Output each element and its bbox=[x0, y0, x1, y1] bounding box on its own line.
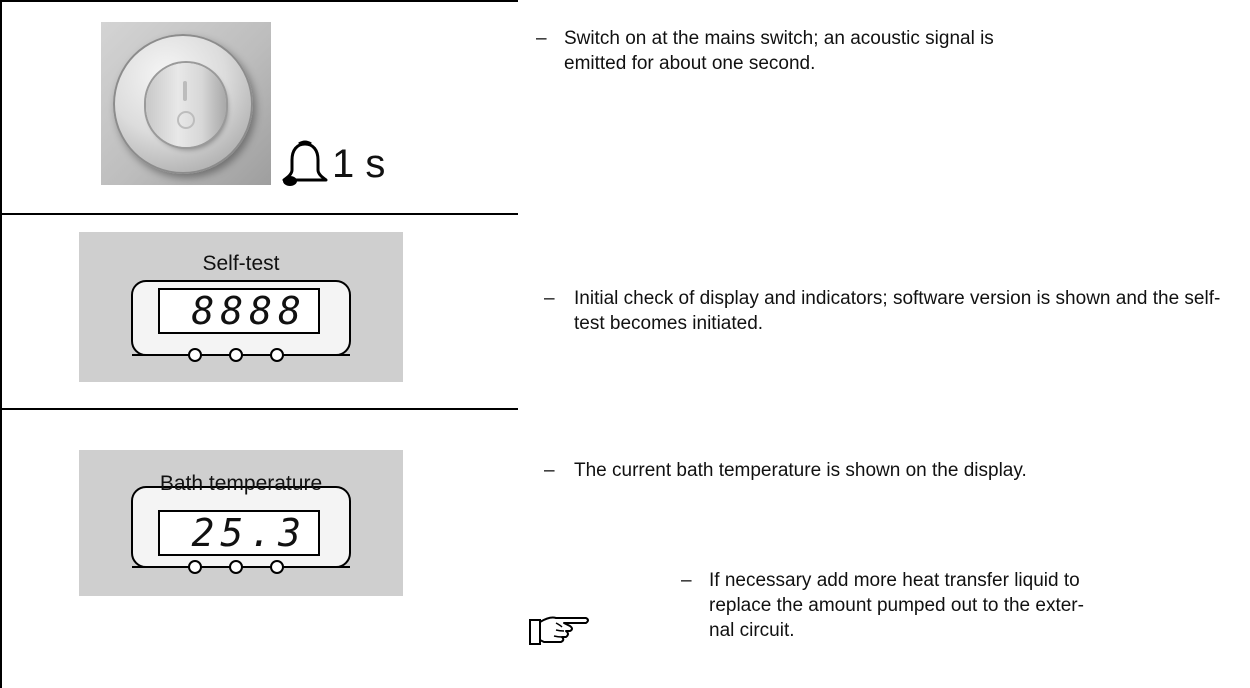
step-text: Switch on at the mains switch; an acoust… bbox=[564, 28, 994, 74]
display-readout: 8888 bbox=[191, 289, 307, 333]
display-caption: Self-test bbox=[202, 252, 280, 275]
step-text: The current bath temperature is shown on… bbox=[574, 460, 1027, 481]
switch-off-mark bbox=[177, 111, 195, 129]
display-frame bbox=[131, 486, 351, 574]
bath-temperature-display-panel: Bath temperature 25.3 bbox=[79, 450, 403, 596]
step-text: Initial check of display and indicators;… bbox=[574, 288, 1221, 334]
display-readout: 25.3 bbox=[191, 511, 307, 555]
note-text: If necessary add more heat transfer liqu… bbox=[709, 570, 1084, 641]
step-dash: – bbox=[536, 28, 547, 49]
pointing-hand-icon bbox=[529, 616, 589, 645]
display-caption: Bath temperature bbox=[159, 472, 323, 495]
row-divider bbox=[0, 408, 518, 410]
bell-icon bbox=[282, 140, 328, 186]
step-dash: – bbox=[544, 460, 555, 481]
table-top-border bbox=[0, 0, 518, 2]
note-dash: – bbox=[681, 570, 692, 591]
switch-bezel bbox=[113, 34, 253, 174]
self-test-display-panel: Self-test 8888 bbox=[79, 232, 403, 382]
display-frame bbox=[131, 280, 351, 362]
table-left-border bbox=[0, 0, 2, 688]
mains-switch-image bbox=[101, 22, 271, 185]
step-dash: – bbox=[544, 288, 555, 309]
row-divider bbox=[0, 213, 518, 215]
switch-rocker bbox=[146, 63, 226, 147]
switch-on-mark bbox=[183, 81, 187, 101]
signal-duration-label: 1 s bbox=[332, 142, 386, 186]
